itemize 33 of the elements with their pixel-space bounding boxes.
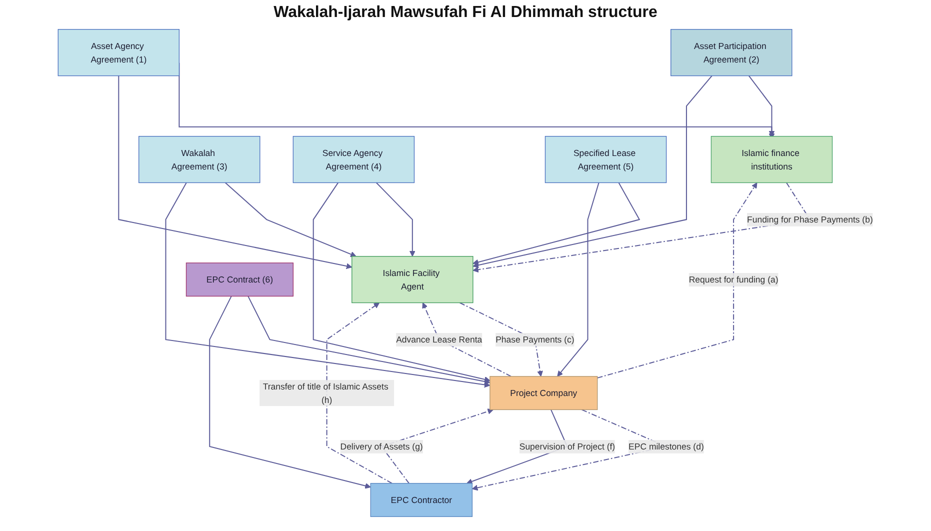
arrow bbox=[460, 302, 543, 377]
node-box: EPC Contract (6) bbox=[186, 262, 294, 297]
node-box: Project Company bbox=[490, 376, 598, 410]
edge-label: Phase Payments (c) bbox=[496, 334, 574, 344]
arrow bbox=[597, 182, 758, 378]
diagram-title: Wakalah-Ijarah Mawsufah Fi Al Dhimmah structure bbox=[272, 3, 658, 23]
arrow bbox=[312, 182, 490, 382]
node-box: Asset Participation Agreement (2) bbox=[670, 29, 792, 76]
node-box: EPC Contractor bbox=[370, 483, 473, 517]
node-box: Specified Lease Agreement (5) bbox=[544, 136, 667, 184]
edge-label: Delivery of Assets (g) bbox=[340, 441, 423, 452]
node-box: Islamic finance institutions bbox=[710, 136, 833, 184]
arrow bbox=[422, 302, 512, 377]
edge-label: Advance Lease Renta bbox=[396, 334, 482, 344]
arrow bbox=[118, 76, 352, 270]
edge-label: EPC milestones (d) bbox=[628, 441, 704, 452]
edge-label: Request for funding (a) bbox=[688, 274, 778, 284]
node-box: Islamic Facility Agent bbox=[352, 256, 474, 304]
arrow bbox=[165, 182, 490, 388]
arrow bbox=[248, 296, 490, 384]
edge-label: Supervision of Project (f) bbox=[519, 441, 616, 452]
node-box: Service Agency Agreement (4) bbox=[292, 136, 415, 184]
edge-label: Transfer of title of Islamic Assets (h) bbox=[262, 381, 388, 404]
arrow bbox=[376, 182, 416, 257]
arrow bbox=[326, 302, 392, 484]
arrow bbox=[472, 75, 712, 268]
node-box: Wakalah Agreement (3) bbox=[138, 136, 260, 184]
edge-label: Funding for Phase Payments (b) bbox=[747, 214, 873, 224]
arrow bbox=[472, 182, 640, 266]
arrow bbox=[557, 182, 600, 377]
arrow bbox=[209, 296, 371, 489]
node-box: Asset Agency Agreement (1) bbox=[58, 29, 180, 76]
arrow bbox=[225, 182, 356, 258]
